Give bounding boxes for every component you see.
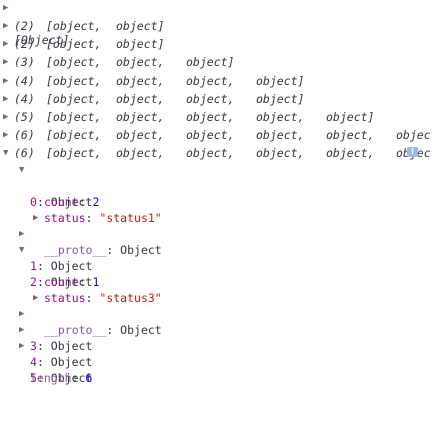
property-key: status <box>44 211 86 225</box>
item-key: 4 <box>30 355 37 369</box>
array-element: object, <box>116 146 165 161</box>
expand-arrow-icon[interactable]: ▶ <box>3 3 9 13</box>
array-length: (6) <box>14 128 35 143</box>
tree-item-5[interactable]: ▶ 5: Object <box>0 338 92 385</box>
array-element: [object, <box>46 146 102 161</box>
item-value: Object <box>50 259 93 273</box>
property-count: count: 1 <box>44 275 100 289</box>
array-element: object, <box>326 128 375 143</box>
array-element: object, <box>116 55 165 70</box>
proto-row[interactable]: ▶ __proto__: Object <box>0 290 162 337</box>
expand-arrow-icon[interactable]: ▶ <box>3 130 9 141</box>
expand-arrow-icon[interactable]: ▶ <box>33 213 39 223</box>
tree-item-0[interactable]: ▼ 0: Object <box>0 162 92 209</box>
property-status: status: "status3" <box>44 291 162 305</box>
expand-arrow-icon[interactable]: ▶ <box>3 75 9 86</box>
property-status: status: "status1" <box>44 211 162 225</box>
expand-arrow-icon[interactable]: ▶ <box>33 293 39 303</box>
array-element: object] <box>186 55 235 70</box>
item-value: Object <box>50 275 93 289</box>
item-key: 1 <box>30 259 37 273</box>
item-value: Object <box>50 371 93 385</box>
tree-item-4[interactable]: ▶ 4: Object <box>0 322 92 369</box>
tree-item-3[interactable]: ▶ 3: Object <box>0 306 92 353</box>
property-length: length: 6 <box>30 371 93 385</box>
property-value: "status1" <box>99 211 162 225</box>
expand-arrow-icon[interactable]: ▶ <box>19 309 25 319</box>
array-element: object] <box>256 91 305 106</box>
expanded-arrow-icon[interactable]: ▼ <box>19 165 25 175</box>
expand-arrow-icon[interactable]: ▶ <box>19 341 25 351</box>
root-label: [Object] <box>14 33 70 47</box>
array-length: (2) <box>14 19 35 33</box>
proto-value: Object <box>120 323 162 337</box>
array-element: object, <box>116 128 165 143</box>
array-element: object, <box>186 73 235 88</box>
item-value: Object <box>50 195 93 209</box>
array-element: object, <box>256 146 305 161</box>
array-element: object] <box>256 73 305 88</box>
array-element: [object, <box>46 73 102 88</box>
proto-value: Object <box>120 243 162 257</box>
array-element: object, <box>116 91 165 106</box>
item-key: 0 <box>30 195 37 209</box>
array-element: object] <box>326 110 375 124</box>
property-count: count: 2 <box>44 195 100 209</box>
item-key: 5 <box>30 371 37 385</box>
expand-arrow-icon[interactable]: ▶ <box>19 325 25 335</box>
array-element: object] <box>116 19 165 33</box>
array-element: object, <box>116 73 165 88</box>
expand-arrow-icon[interactable]: ▶ <box>3 93 9 104</box>
item-key: 3 <box>30 339 37 353</box>
array-element: [object, <box>46 55 102 70</box>
property-value: 1 <box>92 275 100 289</box>
item-key: 2 <box>30 275 37 289</box>
expanded-arrow-icon[interactable]: ▼ <box>19 245 25 255</box>
array-element: object, <box>256 128 305 143</box>
expand-arrow-icon[interactable]: ▶ <box>3 21 9 31</box>
property-key: length <box>30 371 72 385</box>
proto-row[interactable]: ▶ __proto__: Object <box>0 210 162 257</box>
array-length: (4) <box>14 91 35 106</box>
array-element: object, <box>186 91 235 106</box>
array-element: [object, <box>46 91 102 106</box>
root-object-row[interactable]: ▶ [Object] <box>0 0 69 47</box>
array-length: (6) <box>14 146 35 161</box>
tree-item-1[interactable]: ▶ 1: Object <box>0 226 92 273</box>
array-length: (5) <box>14 110 35 124</box>
array-element: [object, <box>46 128 102 143</box>
info-icon[interactable]: i <box>407 147 418 157</box>
expand-arrow-icon[interactable]: ▶ <box>19 229 25 239</box>
property-key: status <box>44 291 86 305</box>
proto-key: __proto__ <box>44 243 107 257</box>
array-element: [object, <box>46 110 102 124</box>
array-length: (4) <box>14 73 35 88</box>
array-length: (2) <box>14 37 35 52</box>
array-element: object] <box>116 37 165 52</box>
array-element: object, <box>186 110 235 124</box>
array-element: object, <box>326 146 375 161</box>
item-value: Object <box>50 339 93 353</box>
array-element: [object, <box>46 37 102 52</box>
property-key: count <box>44 195 79 209</box>
expand-arrow-icon[interactable]: ▶ <box>3 57 9 68</box>
array-element: object, <box>186 128 235 143</box>
proto-key: __proto__ <box>44 323 107 337</box>
array-element: [object, <box>46 19 102 33</box>
property-value: 6 <box>85 371 93 385</box>
array-element: object, <box>256 110 305 124</box>
expand-arrow-icon[interactable]: ▶ <box>3 39 9 50</box>
item-value: Object <box>50 355 93 369</box>
array-element: object, <box>116 110 165 124</box>
array-element: object, <box>186 146 235 161</box>
expanded-arrow-icon[interactable]: ▼ <box>3 148 9 159</box>
expand-arrow-icon[interactable]: ▶ <box>3 112 9 122</box>
property-value: "status3" <box>99 291 162 305</box>
tree-item-2[interactable]: ▼ 2: Object <box>0 242 92 289</box>
property-value: 2 <box>92 195 100 209</box>
array-element: object] <box>396 128 432 143</box>
array-length: (3) <box>14 55 35 70</box>
property-key: count <box>44 275 79 289</box>
